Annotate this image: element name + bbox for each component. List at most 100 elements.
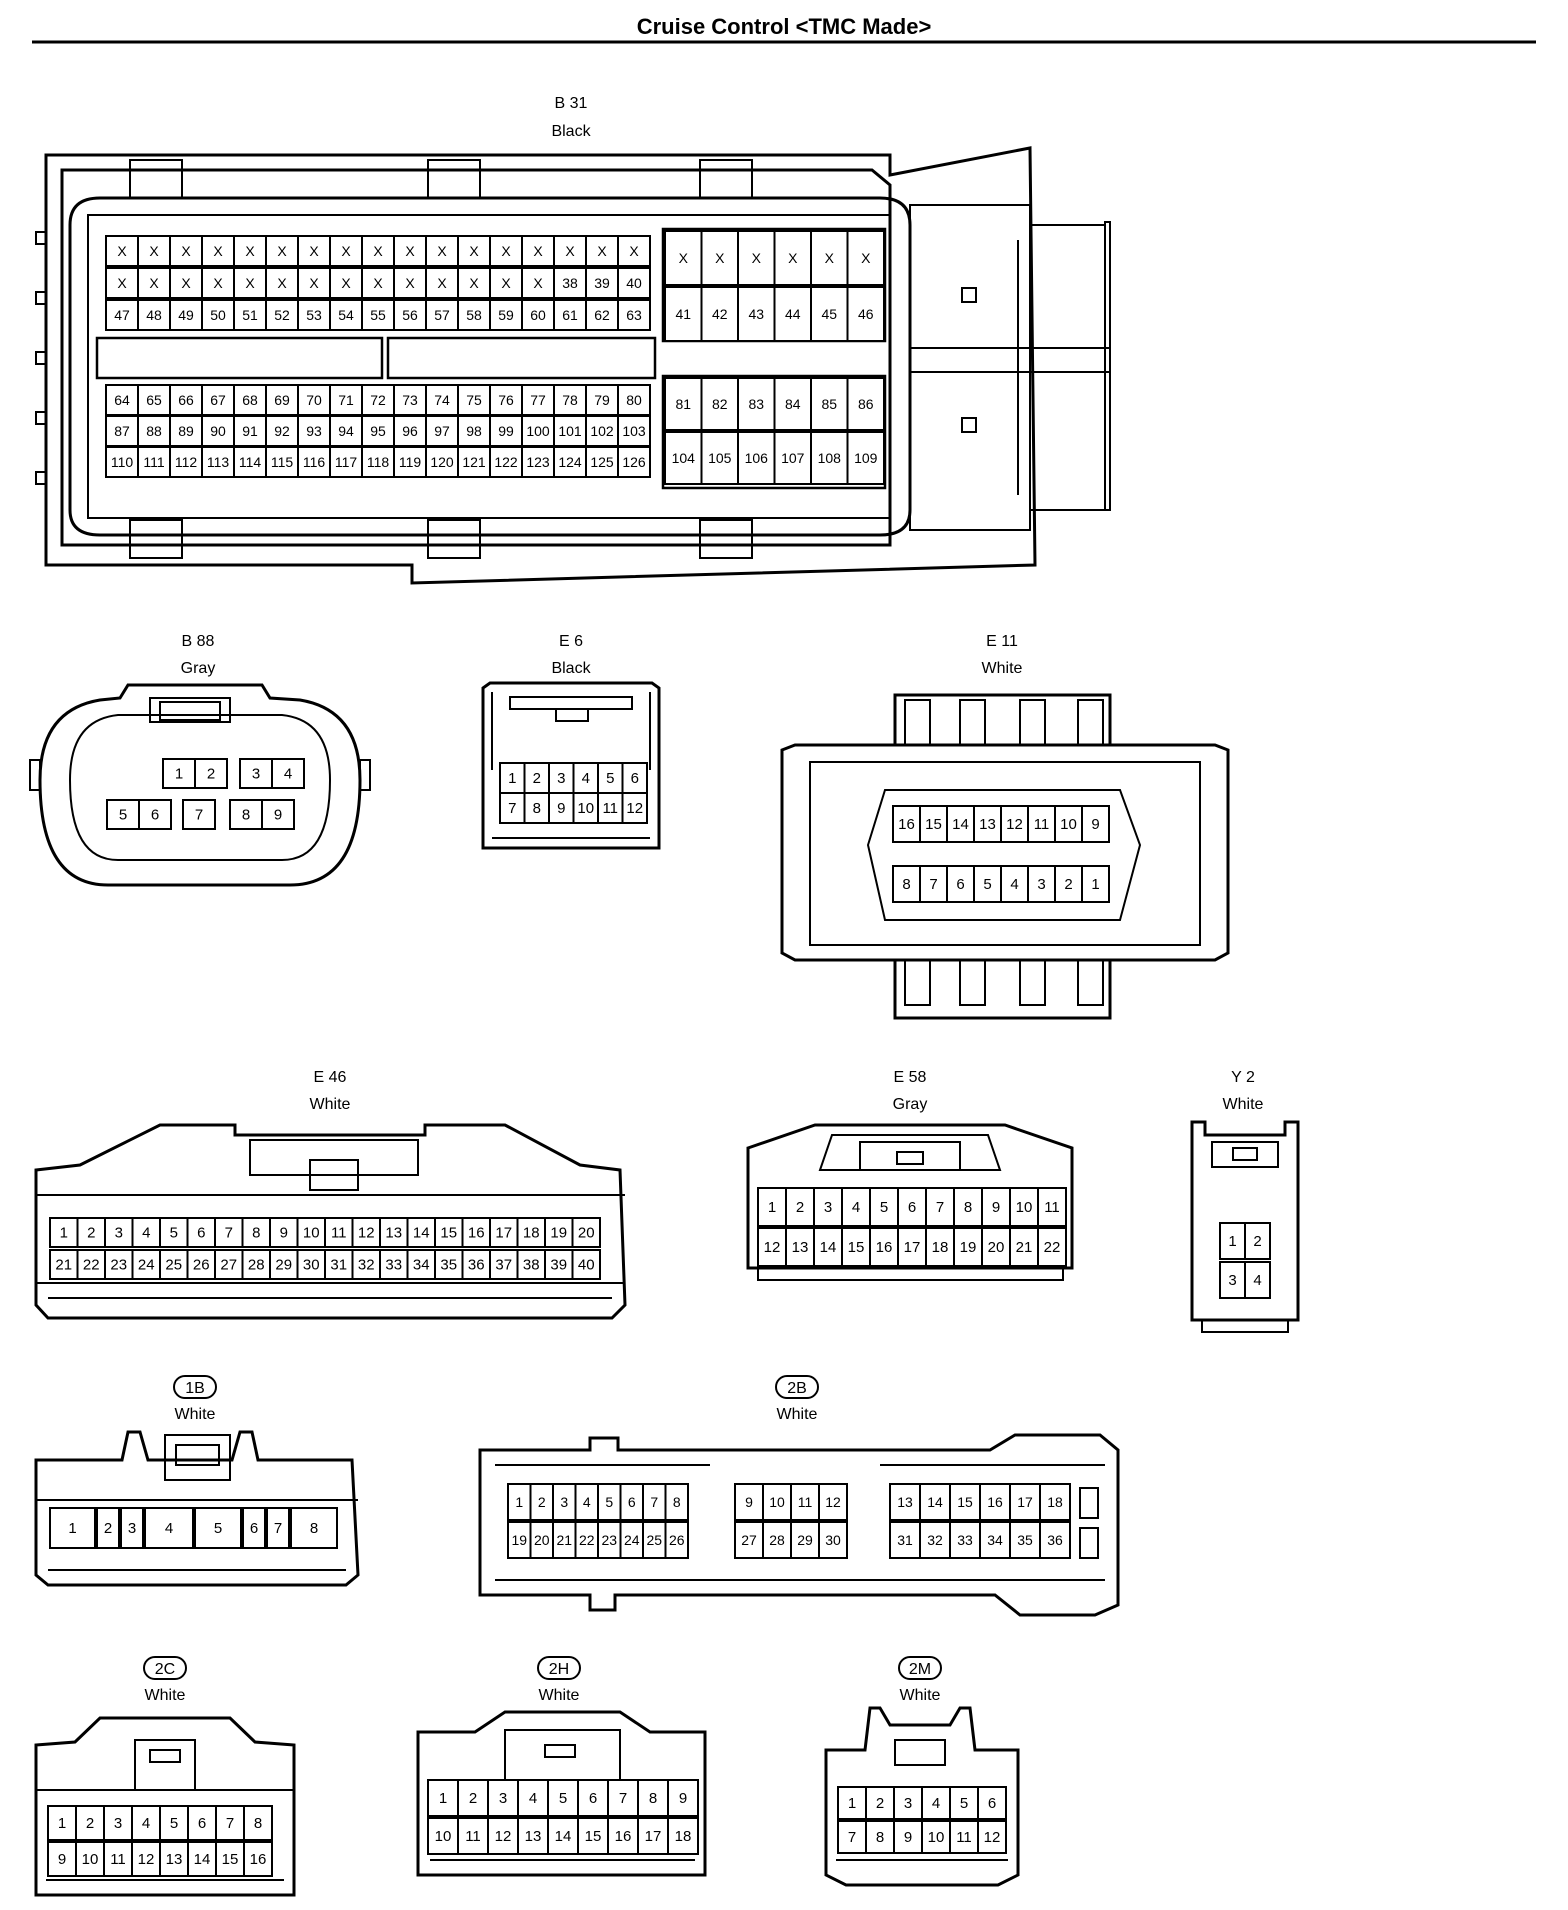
- pin-cell: [837, 1820, 867, 1854]
- pin-label: 55: [370, 307, 386, 323]
- pin-label: X: [117, 275, 127, 291]
- pin-cell: [977, 1786, 1007, 1820]
- pin-label: X: [245, 275, 255, 291]
- pin-cell: [548, 792, 575, 824]
- pin-cell: [1081, 805, 1110, 843]
- pin-cell: [131, 1217, 161, 1248]
- pin-cell: [700, 431, 739, 485]
- pin-label: 8: [242, 807, 250, 824]
- connector-code-badge: [898, 1656, 942, 1680]
- connector-body: [34, 1123, 627, 1320]
- pin-label: 37: [495, 1257, 512, 1274]
- pin-label: 4: [1010, 876, 1018, 893]
- pin-cell: [846, 377, 885, 431]
- pin-label: 38: [523, 1257, 540, 1274]
- pin-label: 3: [557, 770, 565, 787]
- pin-cell: [457, 446, 491, 478]
- pin-cell: [949, 1820, 979, 1854]
- pin-label: 14: [820, 1239, 837, 1256]
- pin-cell: [664, 1483, 689, 1521]
- pin-label: 97: [434, 423, 450, 439]
- pin-cell: [521, 384, 555, 416]
- pin-cell: [379, 1217, 409, 1248]
- pin-cell: [667, 1779, 699, 1817]
- pin-cell: [700, 230, 739, 286]
- pin-cell: [201, 235, 235, 267]
- pin-label: 1: [58, 1815, 66, 1832]
- pin-cell: [186, 1249, 216, 1280]
- pin-label: 54: [338, 307, 354, 323]
- pin-label: 109: [854, 450, 878, 466]
- pin-cell: [1037, 1227, 1067, 1267]
- pin-label: 6: [956, 876, 964, 893]
- pin-cell: [737, 286, 776, 342]
- pin-label: 13: [385, 1225, 402, 1242]
- pin-label: 105: [708, 450, 732, 466]
- pin-label: 14: [555, 1828, 572, 1845]
- pin-cell: [621, 762, 648, 794]
- pin-label: X: [861, 250, 871, 266]
- pin-label: 56: [402, 307, 418, 323]
- pin-cell: [296, 1249, 326, 1280]
- pin-label: 12: [764, 1239, 781, 1256]
- pin-label: 35: [1017, 1532, 1033, 1548]
- pin-label: 7: [508, 800, 516, 817]
- pin-label: 16: [876, 1239, 893, 1256]
- pin-cell: [571, 1249, 601, 1280]
- pin-cell: [138, 799, 172, 830]
- connector-code: E 58: [894, 1069, 927, 1086]
- pin-label: 18: [932, 1239, 949, 1256]
- pin-label: 18: [1047, 1494, 1063, 1510]
- pin-label: 16: [250, 1851, 267, 1868]
- pin-label: X: [405, 275, 415, 291]
- connector-color: White: [1223, 1096, 1264, 1113]
- pin-cell: [946, 805, 975, 843]
- pin-cell: [104, 1217, 134, 1248]
- pin-label: 8: [902, 876, 910, 893]
- pin-label: 93: [306, 423, 322, 439]
- pin-label: 11: [1044, 1199, 1060, 1216]
- pin-cell: [1039, 1483, 1071, 1521]
- pin-label: X: [117, 243, 127, 259]
- pin-cell: [489, 415, 523, 447]
- pin-cell: [186, 1217, 216, 1248]
- pin-cell: [131, 1841, 161, 1877]
- pin-cell: [897, 1187, 927, 1227]
- pin-label: 98: [466, 423, 482, 439]
- pin-label: 17: [904, 1239, 921, 1256]
- pin-label: X: [597, 243, 607, 259]
- connector-code: 2H: [549, 1661, 569, 1678]
- pin-label: 3: [128, 1520, 136, 1537]
- pin-label: 59: [498, 307, 514, 323]
- pin-label: 2: [1253, 1233, 1261, 1250]
- pin-label: 20: [578, 1225, 595, 1242]
- pin-cell: [457, 1779, 489, 1817]
- pin-label: 10: [769, 1494, 785, 1510]
- pin-cell: [162, 758, 196, 789]
- pin-label: 124: [558, 454, 582, 470]
- pin-cell: [361, 267, 395, 299]
- pin-cell: [144, 1507, 194, 1549]
- pin-label: 76: [498, 392, 514, 408]
- pin-cell: [105, 267, 139, 299]
- pin-label: 14: [927, 1494, 943, 1510]
- pin-label: 112: [175, 454, 198, 470]
- pin-cell: [169, 267, 203, 299]
- pin-label: 28: [769, 1532, 785, 1548]
- pin-label: 25: [165, 1257, 182, 1274]
- pin-label: 13: [525, 1828, 542, 1845]
- pin-cell: [106, 799, 140, 830]
- pin-label: 86: [858, 396, 874, 412]
- pin-cell: [425, 235, 459, 267]
- pin-label: 2: [796, 1199, 804, 1216]
- connector-code: B 88: [182, 633, 215, 650]
- pin-cell: [201, 446, 235, 478]
- pin-cell: [979, 1521, 1011, 1559]
- pin-label: 10: [1060, 816, 1077, 833]
